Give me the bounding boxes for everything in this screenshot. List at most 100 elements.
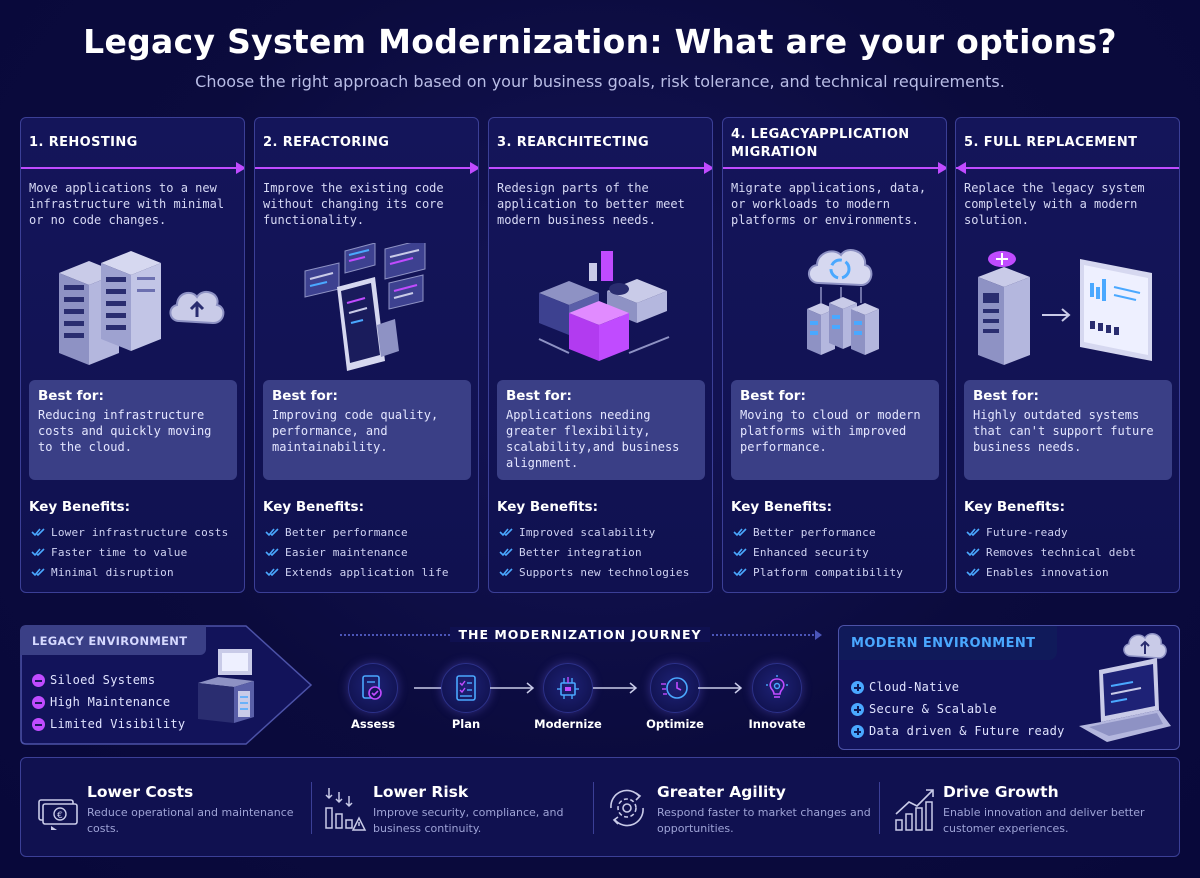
server-cloud-illustration-icon [59,251,225,365]
option-card-full-replacement[interactable]: 5. FULL REPLACEMENT Replace the legacy s… [955,117,1180,593]
chip-icon [557,677,579,699]
benefit-text: Supports new technologies [519,565,690,579]
double-check-icon [31,568,45,577]
best-for-panel: Best for: Moving to cloud or modern plat… [731,380,939,480]
benefit-text: Extends application life [285,565,449,579]
list-item: Better integration [499,542,711,562]
checklist-icon [456,675,476,701]
card-title: 4. LEGACYAPPLICATION MIGRATION [731,127,910,160]
best-for-heading: Best for: [38,388,104,404]
card-title: 3. REARCHITECTING [497,135,650,150]
outcome-lower-costs: € Lower Costs Reduce operational and mai… [37,758,307,858]
arrow-right-icon [698,682,743,694]
card-title: 2. REFACTORING [263,135,390,150]
best-for-panel: Best for: Improving code quality, perfor… [263,380,471,480]
list-item: Improved scalability [499,522,711,542]
double-check-icon [733,548,747,557]
plan-icon-circle [441,663,491,713]
benefit-text: Minimal disruption [51,565,174,579]
key-benefits-heading: Key Benefits: [29,499,130,515]
outcome-drive-growth: Drive Growth Enable innovation and deliv… [893,758,1163,858]
modernize-icon-circle [543,663,593,713]
outcome-description: Enable innovation and deliver better cus… [943,806,1145,835]
replacement-illustration-icon [978,251,1152,365]
double-check-icon [265,548,279,557]
speed-clock-icon [661,677,688,699]
key-benefits-list: Future-ready Removes technical debt Enab… [966,522,1178,582]
legacy-environment-label: LEGACY ENVIRONMENT [20,625,206,655]
list-item: Removes technical debt [966,542,1178,562]
option-card-rearchitecting[interactable]: 3. REARCHITECTING Redesign parts of the … [488,117,713,593]
outcome-description: Improve security, compliance, and busine… [373,806,564,835]
arrow-right-icon [490,682,535,694]
list-item: Minimal disruption [31,562,243,582]
risk-chart-icon [325,788,367,831]
modern-environment-panel: MODERN ENVIRONMENT Cloud-Native Secure &… [838,625,1180,750]
page-title: Legacy System Modernization: What are yo… [83,22,1117,61]
best-for-heading: Best for: [506,388,572,404]
option-card-rehosting[interactable]: 1. REHOSTING Move applications to a new … [20,117,245,593]
best-for-text: Improving code quality, performance, and… [272,408,439,454]
benefit-text: Lower infrastructure costs [51,525,229,539]
card-description: Improve the existing code without changi… [263,181,444,227]
key-benefits-heading: Key Benefits: [964,499,1065,515]
minus-circle-icon [32,673,45,687]
lightbulb-icon [766,675,788,698]
arrow-right-icon [255,162,478,174]
option-card-legacy-application-migration[interactable]: 4. LEGACYAPPLICATION MIGRATION Migrate a… [722,117,947,593]
journey-title-text: THE MODERNIZATION JOURNEY [450,627,710,642]
legacy-item-text: Siloed Systems [50,673,156,687]
divider [879,782,880,834]
key-benefits-list: Better performance Enhanced security Pla… [733,522,945,582]
double-check-icon [265,568,279,577]
journey-step-plan[interactable]: Plan [421,663,511,731]
list-item: Secure & Scalable [851,698,1065,720]
card-title: 5. FULL REPLACEMENT [964,135,1138,150]
best-for-panel: Best for: Highly outdated systems that c… [964,380,1172,480]
benefit-text: Faster time to value [51,545,188,559]
benefit-text: Enhanced security [753,545,869,559]
journey-step-modernize[interactable]: Modernize [523,663,613,731]
svg-text:€: € [57,811,63,821]
innovate-icon-circle [752,663,802,713]
best-for-heading: Best for: [973,388,1039,404]
card-description: Move applications to a new infrastructur… [29,181,225,227]
legacy-computer-icon [198,649,254,723]
best-for-panel: Best for: Applications needing greater f… [497,380,705,480]
list-item: High Maintenance [32,691,185,713]
cloud-migration-illustration-icon [807,249,879,355]
list-item: Easier maintenance [265,542,477,562]
option-card-refactoring[interactable]: 2. REFACTORING Improve the existing code… [254,117,479,593]
key-benefits-list: Better performance Easier maintenance Ex… [265,522,477,582]
key-benefits-list: Lower infrastructure costs Faster time t… [31,522,243,582]
best-for-text: Highly outdated systems that can't suppo… [973,408,1154,454]
outcome-title: Drive Growth [943,783,1059,801]
double-check-icon [966,548,980,557]
journey-step-assess[interactable]: Assess [328,663,418,731]
gear-cycle-icon [610,789,644,827]
minus-circle-icon [32,717,45,731]
benefit-text: Easier maintenance [285,545,408,559]
card-title: 1. REHOSTING [29,135,138,150]
journey-step-innovate[interactable]: Innovate [732,663,822,731]
journey-title: THE MODERNIZATION JOURNEY [340,627,820,643]
double-check-icon [31,528,45,537]
money-icon: € [38,799,78,830]
journey-step-optimize[interactable]: Optimize [630,663,720,731]
double-check-icon [733,568,747,577]
plus-circle-icon [851,680,864,694]
key-benefits-heading: Key Benefits: [263,499,364,515]
list-item: Data driven & Future ready [851,720,1065,742]
arrow-right-icon [723,162,946,174]
benefit-text: Removes technical debt [986,545,1137,559]
benefit-text: Future-ready [986,525,1068,539]
modular-cubes-illustration-icon [538,251,670,361]
list-item: Future-ready [966,522,1178,542]
step-label: Assess [350,717,396,731]
assess-icon [362,675,382,700]
plus-circle-icon [851,702,864,716]
best-for-panel: Best for: Reducing infrastructure costs … [29,380,237,480]
list-item: Limited Visibility [32,713,185,735]
list-item: Faster time to value [31,542,243,562]
growth-chart-icon [895,789,934,831]
